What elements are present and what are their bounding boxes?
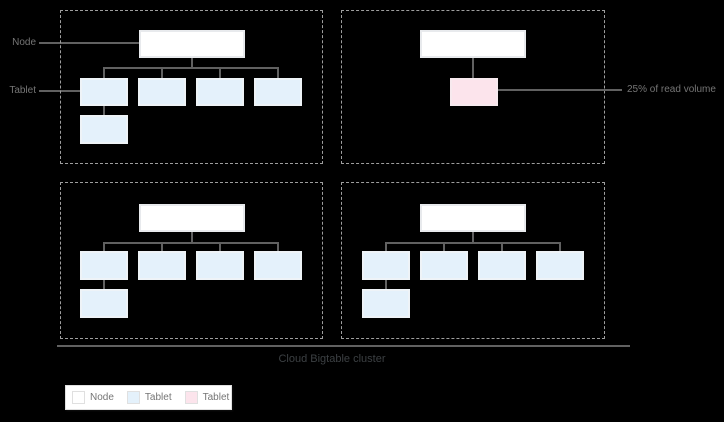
node-box: [139, 204, 245, 232]
tablet-box: [80, 251, 128, 280]
tablet-box: [362, 289, 410, 318]
connector-line: [161, 244, 163, 251]
tablet-box: [478, 251, 526, 280]
connector-line: [103, 69, 105, 78]
tablet-annotation-label: Tablet: [9, 85, 36, 96]
tablet-box: [254, 78, 302, 106]
tablet-box: [420, 251, 468, 280]
connector-line: [559, 244, 561, 251]
connector-line: [277, 244, 279, 251]
tablet-box: [80, 115, 128, 144]
cluster-title: Cloud Bigtable cluster: [278, 353, 386, 365]
connector-line: [277, 69, 279, 78]
node-group-4-boundary: [341, 182, 605, 339]
tablet-pink-swatch: [184, 391, 198, 404]
read-volume-leader-line: [498, 89, 622, 91]
tablet-box: [80, 289, 128, 318]
node-annotation-leader-line: [39, 42, 139, 44]
connector-line: [103, 244, 105, 251]
tablet-blue-swatch: [126, 391, 140, 404]
connector-line: [219, 244, 221, 251]
node-group-3-boundary: [60, 182, 323, 339]
connector-line: [219, 69, 221, 78]
connector-line: [191, 58, 193, 67]
connector-line: [103, 106, 105, 115]
tablet-box: [138, 251, 186, 280]
hot-tablet-box: [450, 78, 498, 106]
tablet-box: [80, 78, 128, 106]
node-group-2-boundary: [341, 10, 605, 164]
legend-label-tablet-pink: Tablet: [202, 392, 230, 403]
connector-line: [443, 244, 445, 251]
tablet-box: [536, 251, 584, 280]
node-group-1-boundary: [60, 10, 323, 164]
legend-item-node: Node: [72, 391, 114, 404]
tablet-box: [254, 251, 302, 280]
node-box: [420, 30, 526, 58]
connector-line: [103, 67, 279, 69]
node-box: [420, 204, 526, 232]
legend-label-tablet-blue: Tablet: [144, 392, 172, 403]
connector-line: [161, 69, 163, 78]
legend-item-tablet-pink: Tablet: [184, 391, 230, 404]
connector-line: [501, 244, 503, 251]
read-volume-label: 25% of read volume: [627, 84, 716, 95]
node-swatch: [72, 391, 85, 404]
tablet-box: [362, 251, 410, 280]
connector-line: [385, 280, 387, 289]
tablet-annotation-leader-line: [39, 90, 80, 92]
legend: Node Tablet Tablet: [65, 385, 232, 410]
legend-label-node: Node: [90, 392, 114, 403]
connector-line: [103, 242, 279, 244]
connector-line: [103, 280, 105, 289]
tablet-box: [138, 78, 186, 106]
tablet-box: [196, 78, 244, 106]
connector-line: [472, 232, 474, 242]
legend-item-tablet-blue: Tablet: [126, 391, 172, 404]
node-box: [139, 30, 245, 58]
tablet-box: [196, 251, 244, 280]
connector-line: [385, 242, 561, 244]
connector-line: [191, 232, 193, 242]
connector-line: [385, 244, 387, 251]
node-annotation-label: Node: [12, 37, 36, 48]
cluster-bracket-line: [57, 345, 630, 347]
connector-line: [472, 58, 474, 78]
